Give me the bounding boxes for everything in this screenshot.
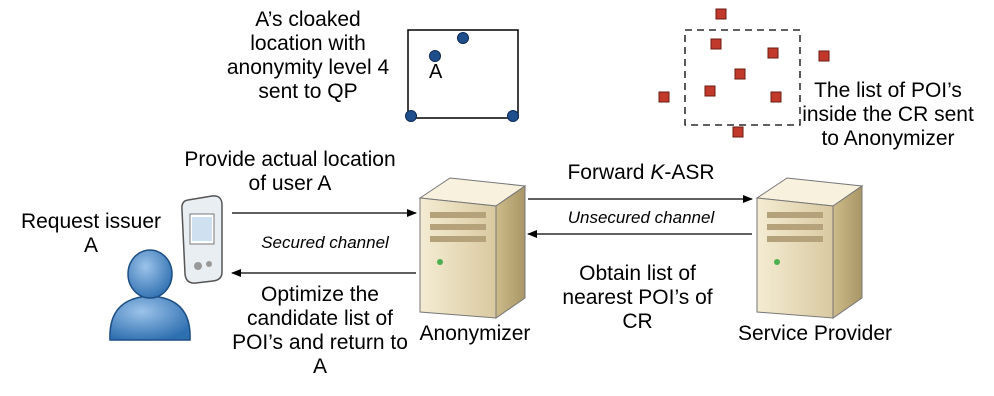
cloaked-label-line: sent to QP xyxy=(258,80,358,103)
obtain-list-label: Obtain list of nearest POI’s of CR xyxy=(525,262,750,334)
poi-marker xyxy=(818,50,830,62)
forward-prefix: Forward xyxy=(567,161,651,184)
poi-label-line: inside the CR sent xyxy=(802,103,974,126)
poi-label-line: The list of POI’s xyxy=(814,79,962,102)
obtain-label-line: nearest POI’s of xyxy=(562,286,713,309)
cloaked-label-line: location with xyxy=(250,32,366,55)
forward-kasr-label: Forward K-ASR xyxy=(530,161,752,185)
cloaked-label-line: anonymity level 4 xyxy=(226,56,390,79)
poi-marker xyxy=(732,126,744,138)
mobile-device-icon xyxy=(181,195,223,284)
poi-marker xyxy=(770,91,782,103)
poi-marker xyxy=(767,47,779,59)
cloaked-point-label: A xyxy=(429,61,443,83)
secured-channel-label: Secured channel xyxy=(261,233,389,252)
service-provider-label: Service Provider xyxy=(737,322,893,345)
anonymizer-label: Anonymizer xyxy=(419,322,531,345)
optimize-label-line: A xyxy=(312,355,327,378)
person-icon xyxy=(109,249,191,341)
forward-k: K xyxy=(650,161,665,184)
poi-marker xyxy=(734,68,746,80)
poi-label-line: to Anonymizer xyxy=(821,127,955,150)
request-issuer-label: Request issuer A xyxy=(0,210,182,258)
anonymizer-server-icon xyxy=(418,177,527,319)
cloak-point xyxy=(457,32,469,44)
cloaked-region xyxy=(405,29,519,122)
obtain-label-line: CR xyxy=(622,310,653,333)
poi-marker xyxy=(704,85,716,97)
poi-marker xyxy=(658,91,670,103)
cloaked-location-label: A’s cloaked location with anonymity leve… xyxy=(210,8,406,104)
request-issuer-line: A xyxy=(83,234,98,257)
cloaked-label-line: A’s cloaked xyxy=(255,8,361,31)
poi-marker xyxy=(715,8,727,20)
actual-location-label: Provide actual location of user A xyxy=(160,148,420,196)
optimize-label: Optimize the candidate list of POI’s and… xyxy=(225,283,415,379)
service-provider-server-icon xyxy=(755,177,864,319)
user-a-point xyxy=(429,50,441,62)
optimize-label-line: POI’s and return to xyxy=(232,331,408,354)
obtain-label-line: Obtain list of xyxy=(579,262,696,285)
request-issuer-line: Request issuer xyxy=(20,210,162,233)
poi-region xyxy=(658,8,830,138)
unsecured-channel-label: Unsecured channel xyxy=(567,208,715,227)
optimize-label-line: Optimize the xyxy=(261,283,379,306)
poi-marker xyxy=(710,38,722,50)
actual-location-line: of user A xyxy=(248,172,332,195)
actual-location-line: Provide actual location xyxy=(184,148,396,171)
forward-suffix: -ASR xyxy=(664,161,715,184)
cloak-point xyxy=(507,110,519,122)
poi-list-label: The list of POI’s inside the CR sent to … xyxy=(786,79,990,151)
optimize-label-line: candidate list of xyxy=(247,307,393,330)
cloak-point xyxy=(405,110,417,122)
